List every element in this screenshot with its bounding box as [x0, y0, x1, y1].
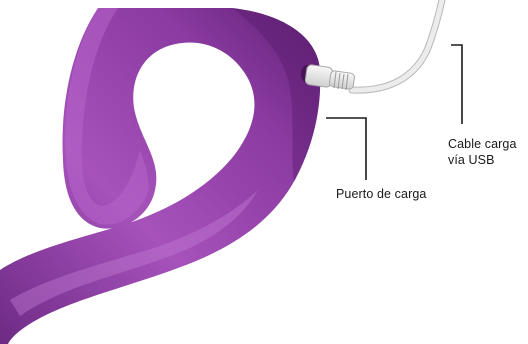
cable-label-line1: Cable carga [448, 136, 517, 152]
cable-label: Cable carga vía USB [448, 136, 517, 168]
usb-cable-core [352, 0, 442, 90]
cable-label-line2: vía USB [448, 152, 517, 168]
port-label: Puerto de carga [336, 186, 426, 202]
port-leader-line [326, 118, 366, 180]
cable-leader-line [451, 45, 462, 124]
